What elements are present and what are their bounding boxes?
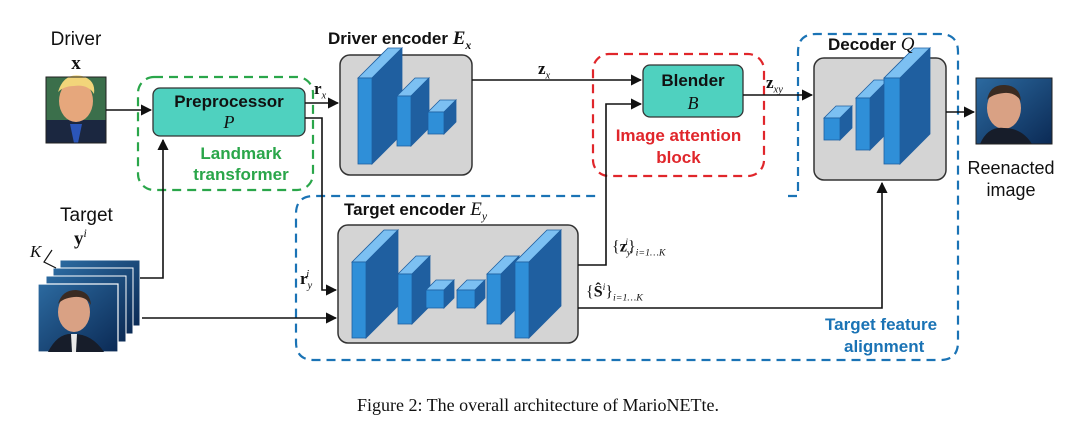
image-attention-line1: Image attention: [615, 126, 742, 145]
network-blocks: [351, 47, 931, 339]
decoder-block-1: [823, 105, 853, 141]
image-attention-line2: block: [656, 148, 701, 167]
target-encoder-block-3: [425, 279, 455, 309]
target-encoder-block-5: [486, 255, 520, 325]
decoder-block-3: [883, 47, 931, 165]
target-label: Target: [60, 205, 113, 226]
zx-label: zx: [538, 59, 551, 82]
zxy-label: zxy: [766, 73, 783, 96]
driver-encoder-block-1: [357, 47, 403, 165]
landmark-transformer-line1: Landmark: [200, 144, 282, 163]
driver-encoder-block-3: [427, 99, 457, 135]
ry-label: ryi: [300, 269, 313, 292]
blender-title: Blender: [661, 71, 725, 90]
target-encoder-block-2: [397, 255, 431, 325]
landmark-transformer-line2: transformer: [193, 165, 289, 184]
zy-to-blender-arrow: [578, 98, 643, 266]
driver-label: Driver: [50, 29, 102, 50]
target-photo-stack: [37, 259, 141, 353]
decoder-title: Decoder Q: [828, 34, 915, 55]
target-encoder-title: Target encoder Ey: [344, 199, 488, 223]
target-feature-alignment-line1: Target feature: [825, 315, 938, 334]
preprocessor-symbol: P: [223, 112, 235, 132]
ry-arrow: [305, 117, 338, 296]
blender-box: [642, 64, 744, 118]
output-label-line1: Reenacted: [967, 158, 1055, 178]
preprocessor-title: Preprocessor: [174, 92, 284, 111]
target-feature-alignment-line2: alignment: [844, 337, 925, 356]
connectors: [106, 74, 976, 324]
blender-symbol: B: [687, 93, 699, 113]
landmark-transformer-region: [136, 75, 315, 192]
preprocessor-box: [152, 87, 306, 137]
driver-photo: [45, 75, 107, 144]
target-encoder-block-4: [456, 279, 486, 309]
output-label-line2: image: [986, 180, 1036, 200]
target-feature-alignment-region: [294, 32, 960, 362]
target-to-preprocessor-arrow: [140, 138, 169, 279]
target-symbol: yi: [74, 227, 87, 250]
target-encoder-block-1: [351, 229, 399, 339]
decoder-block-2: [855, 79, 889, 151]
k-label: K: [30, 242, 42, 261]
driver-encoder-title: Driver encoder Ex: [328, 28, 472, 52]
rx-label: rx: [314, 79, 327, 102]
s-set-label: {Ŝi}i=1…K: [586, 282, 643, 304]
k-brace: [43, 249, 57, 269]
target-encoder-block-6: [514, 229, 562, 339]
image-attention-region: [591, 52, 766, 178]
driver-symbol: x: [71, 53, 81, 74]
figure-caption: Figure 2: The overall architecture of Ma…: [356, 395, 720, 415]
reenacted-photo: [975, 77, 1053, 145]
s-to-decoder-arrow: [578, 181, 888, 309]
zy-set-label: {zyi}i=1…K: [612, 237, 666, 259]
